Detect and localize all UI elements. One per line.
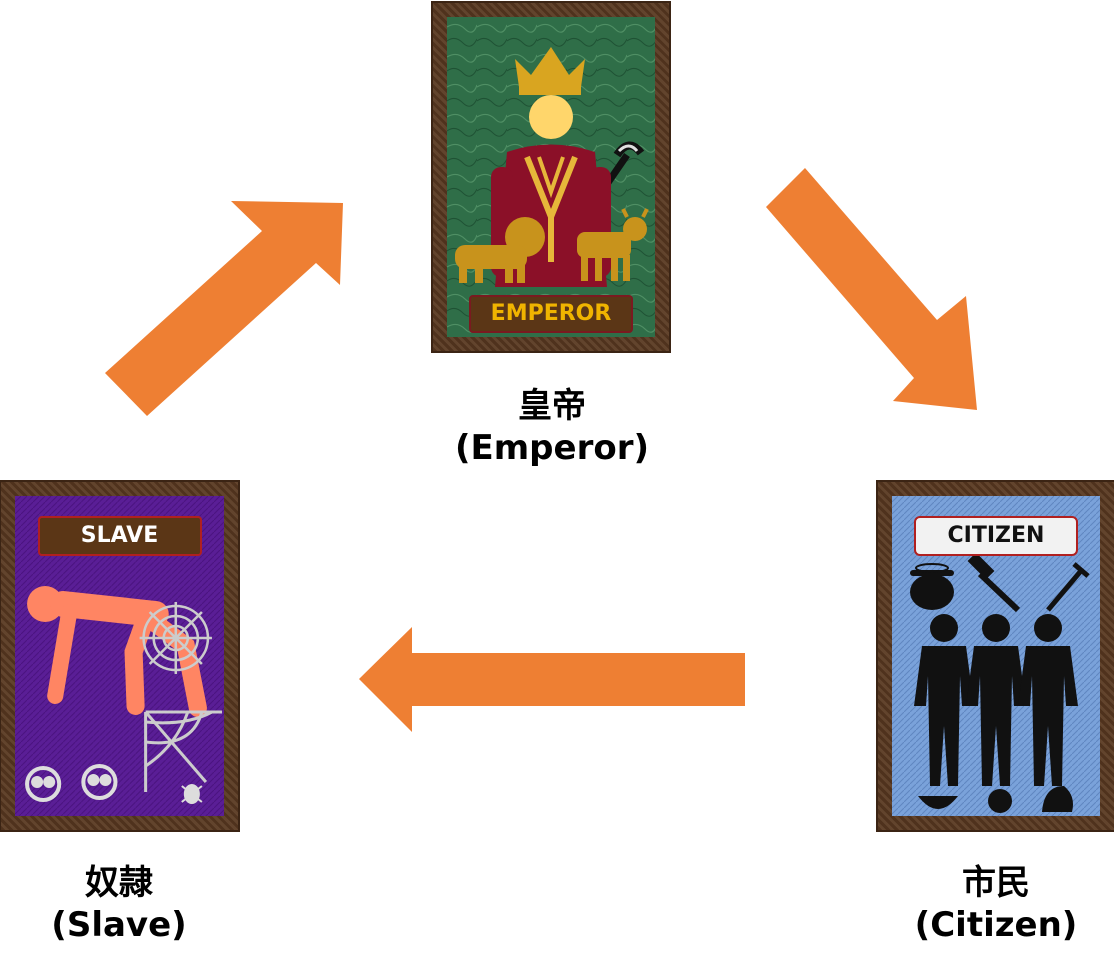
lion-icon [455,217,545,283]
arrow-citizen-to-slave [359,627,745,732]
emperor-caption-en: (Emperor) [454,428,650,468]
citizen-card: CITIZEN [876,480,1114,832]
emperor-caption: 皇帝 (Emperor) [443,385,661,469]
spider-icon [181,784,203,804]
emperor-card: EMPEROR [431,1,671,353]
slave-banner-label: SLAVE [80,523,159,548]
arrow-emperor-to-citizen [766,168,977,410]
slave-caption-en: (Slave) [51,905,187,945]
citizen-banner: CITIZEN [914,516,1078,556]
emperor-caption-jp: 皇帝 [518,386,586,426]
cauldron-icon [910,563,954,610]
emperor-illustration [447,17,655,337]
bull-icon [577,208,649,281]
slave-caption: 奴隷 (Slave) [10,862,228,946]
corner-web-icon [144,710,222,792]
hammer-icon [967,552,1021,613]
fork-icon [1046,562,1090,612]
citizen-banner-label: CITIZEN [947,523,1045,548]
chick-icon [988,789,1012,813]
emperor-banner-label: EMPEROR [490,301,612,326]
slave-caption-jp: 奴隷 [85,863,153,903]
citizen-figures [914,614,1078,786]
emperor-banner: EMPEROR [469,295,633,333]
slave-card: SLAVE [0,480,240,832]
citizen-caption: 市民 (Citizen) [886,862,1106,946]
citizen-caption-jp: 市民 [962,863,1030,903]
rooster-icon [1042,786,1073,812]
slave-banner: SLAVE [37,516,202,556]
skull-icon [25,764,118,802]
bowl-icon [918,796,958,809]
spider-web-icon [139,602,212,674]
arrow-slave-to-emperor [105,201,343,416]
crown-icon [515,47,585,87]
emperor-head [529,95,573,139]
citizen-caption-en: (Citizen) [914,905,1078,945]
